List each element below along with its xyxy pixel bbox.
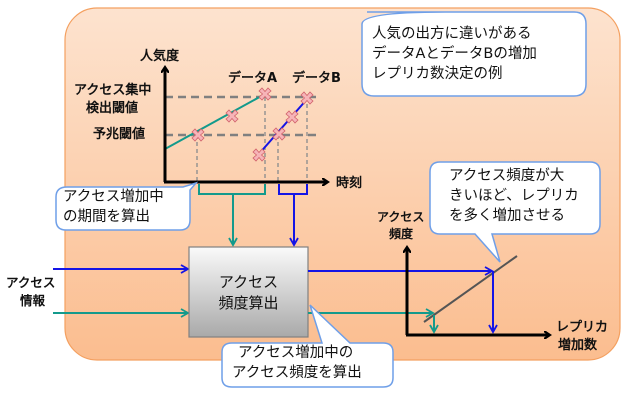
title-callout-line3: レプリカ数決定の例 bbox=[372, 66, 503, 82]
replica-y-axis-label-line2: 頻度 bbox=[389, 227, 414, 241]
data-point-marker-b bbox=[252, 148, 266, 162]
process-box-line1: アクセス bbox=[218, 273, 279, 291]
replica-x-axis-label-line1: レプリカ bbox=[556, 320, 609, 335]
input-label-line2: 情報 bbox=[20, 293, 46, 308]
callout-frequency-box bbox=[221, 304, 394, 388]
replica-y-axis-label-line1: アクセス bbox=[377, 210, 425, 224]
replica-chart bbox=[406, 248, 549, 335]
replica-callout-line3: を多く増加させる bbox=[449, 208, 565, 224]
data-point-marker-b bbox=[300, 91, 314, 105]
callout-title-box bbox=[361, 11, 587, 97]
replica-diagonal-line bbox=[423, 255, 518, 323]
title-callout-line2: データAとデータBの増加 bbox=[372, 46, 537, 62]
data-point-marker-a bbox=[191, 128, 205, 142]
data-point-marker-a bbox=[258, 87, 272, 101]
process-box-line2: 頻度算出 bbox=[218, 294, 279, 312]
series-b-line bbox=[257, 97, 309, 156]
callout-replica-box bbox=[429, 161, 601, 263]
replica-x-axis-label-line2: 増加数 bbox=[558, 338, 598, 353]
series-a-line bbox=[164, 93, 266, 150]
replica-callout-line2: きいほど、レプリカ bbox=[449, 188, 579, 204]
series-b-label: データB bbox=[292, 71, 341, 86]
threshold-low-label: 予兆閾値 bbox=[93, 127, 146, 142]
period-callout-line2: の期間を算出 bbox=[63, 209, 150, 225]
replica-callout-line1: アクセス頻度が大 bbox=[449, 168, 565, 184]
x-axis-label: 時刻 bbox=[336, 176, 363, 191]
frequency-callout-line2: アクセス頻度を算出 bbox=[232, 365, 362, 381]
data-point-marker-b bbox=[285, 110, 299, 124]
data-point-marker-a bbox=[225, 109, 239, 123]
access-frequency-process-box bbox=[188, 246, 309, 338]
series-a-label: データA bbox=[228, 71, 278, 86]
input-label-line1: アクセス bbox=[6, 275, 56, 290]
threshold-high-label-line1: アクセス集中 bbox=[74, 83, 152, 98]
title-callout-line1: 人気の出方に違いがある bbox=[372, 26, 532, 42]
frequency-callout-line1: アクセス増加中の bbox=[238, 345, 354, 361]
data-point-marker-b bbox=[272, 127, 286, 141]
period-callout-line1: アクセス増加中 bbox=[63, 189, 164, 205]
callout-period-box bbox=[55, 181, 199, 231]
y-axis-label: 人気度 bbox=[140, 49, 180, 64]
threshold-high-label-line2: 検出閾値 bbox=[86, 101, 139, 116]
popularity-chart bbox=[164, 68, 327, 195]
